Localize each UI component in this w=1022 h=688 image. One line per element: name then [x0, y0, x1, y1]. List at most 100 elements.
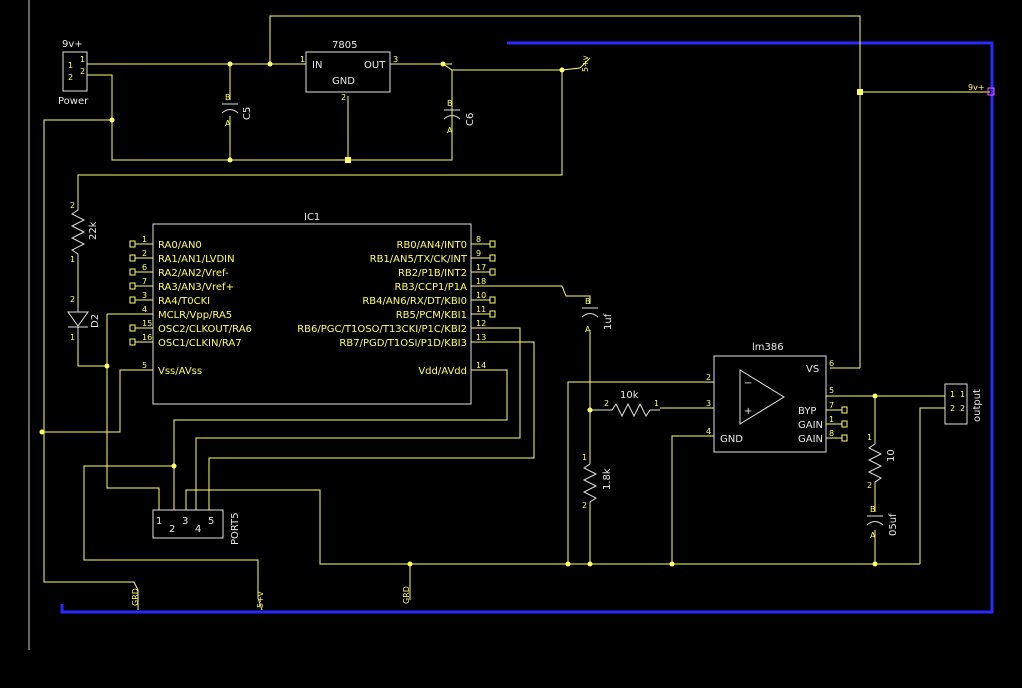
ic1-pin-number: 9: [476, 249, 481, 258]
ic1-pin-number: 12: [476, 319, 486, 328]
lm386-pin3: 3: [706, 399, 711, 408]
net-5v-top: 5+v: [581, 55, 590, 72]
ic1-pin-label: RB2/P1B/INT2: [398, 268, 467, 279]
capacitor-c5[interactable]: C5 B A: [221, 93, 253, 128]
c05uf-label: 05uf: [888, 513, 899, 536]
power-pin1: 1: [68, 61, 73, 70]
lm386-minus: −: [744, 378, 752, 389]
output-pin1: 1: [950, 390, 955, 399]
ic1-pin-number: 1: [142, 235, 147, 244]
lm386-pin4: 4: [706, 427, 711, 436]
lm386-gain2: GAIN: [798, 434, 823, 445]
c05uf-b: B: [870, 505, 876, 514]
output-connector[interactable]: 1 2 1 2 output: [944, 383, 983, 425]
r10-label: 10: [886, 449, 897, 462]
lm386-pin1: 1: [829, 415, 834, 424]
ic1-pin-label: RB6/PGC/T1OSO/T13CKI/P1C/KBI2: [297, 324, 467, 335]
power-pin1b: 1: [80, 55, 85, 64]
r10-pin1: 1: [867, 433, 872, 442]
capacitor-05uf[interactable]: 05uf B A: [866, 505, 899, 540]
ic1-pin-label: RA1/AN1/LVDIN: [158, 254, 235, 265]
ic1-microcontroller[interactable]: IC1 1RA0/AN02RA1/AN1/LVDIN6RA2/AN2/Vref-…: [129, 212, 496, 405]
ic1-pin-number: 18: [476, 277, 486, 286]
c1uf-b: B: [585, 297, 591, 306]
ic1-pin-label: OSC2/CLKOUT/RA6: [158, 324, 252, 335]
ic1-pin-number: 16: [142, 333, 152, 342]
lm386-plus: +: [744, 406, 752, 417]
power-pin2b: 2: [80, 67, 85, 76]
blue-bus[interactable]: [60, 41, 994, 614]
c6-a: A: [447, 126, 453, 135]
c5-b: B: [225, 93, 231, 102]
lm386-gain1: GAIN: [798, 420, 823, 431]
lm386-pin6: 6: [829, 359, 834, 368]
ic1-pin-label: Vss/AVss: [158, 366, 202, 377]
lm386-amplifier[interactable]: lm386 − + VS BYP GAIN GAIN GND 2 3 4 5 6…: [706, 342, 848, 453]
r10-pin2: 2: [867, 481, 872, 490]
wires: [42, 15, 990, 611]
c6-b: B: [447, 99, 453, 108]
regulator-7805[interactable]: 7805 IN OUT GND 1 3 2: [300, 40, 398, 102]
regulator-gnd: GND: [332, 76, 355, 87]
r10k-pin1: 1: [654, 399, 659, 408]
resistor-10k[interactable]: 10k 2 1: [597, 390, 660, 418]
capacitor-1uf[interactable]: 1uf B A: [581, 297, 614, 334]
d2-pin1: 1: [70, 333, 75, 342]
net-9v-marker: [987, 87, 995, 96]
resistor-22k[interactable]: 22k 2 1: [70, 200, 99, 264]
lm386-gnd: GND: [720, 434, 743, 445]
c1uf-a: A: [585, 325, 591, 334]
lm386-pin2: 2: [706, 373, 711, 382]
ic1-pin-number: 14: [476, 361, 486, 370]
output-label: output: [972, 389, 983, 422]
resistor-1k8[interactable]: 1.8k 1 2: [582, 453, 613, 510]
diode-d2[interactable]: D2 2 1: [67, 295, 101, 342]
ic1-pin-number: 3: [142, 291, 147, 300]
power-connector[interactable]: 9v+ Power 1 2 1 2: [58, 39, 89, 107]
capacitor-c6[interactable]: C6 B A: [443, 99, 476, 135]
ic1-left-pins: 1RA0/AN02RA1/AN1/LVDIN6RA2/AN2/Vref-7RA3…: [129, 235, 252, 377]
ic1-pin-number: 6: [142, 263, 147, 272]
port5-label: PORT5: [230, 512, 241, 545]
c05uf-a: A: [870, 531, 876, 540]
ic1-pin-label: RB3/CCP1/P1A: [395, 282, 468, 293]
resistor-10[interactable]: 10 1 2: [867, 433, 897, 490]
r22k-pin2: 2: [70, 201, 75, 210]
c6-label: C6: [465, 113, 476, 126]
ic1-pin-number: 4: [142, 305, 147, 314]
ic1-pin-label: RA0/AN0: [158, 240, 202, 251]
c1uf-label: 1uf: [603, 313, 614, 330]
r10k-pin2: 2: [604, 399, 609, 408]
d2-label: D2: [90, 314, 101, 328]
port5-pin-4: 4: [195, 524, 201, 535]
c5-a: A: [225, 119, 231, 128]
regulator-pin-out: 3: [393, 55, 398, 64]
r10k-label: 10k: [620, 390, 639, 401]
ic1-pin-label: OSC1/CLKIN/RA7: [158, 338, 242, 349]
ic1-pin-label: RA4/T0CKI: [158, 296, 210, 307]
ic1-pin-label: RA3/AN3/Vref+: [158, 282, 234, 293]
net-5v-bottom: 5+v: [256, 591, 265, 608]
ic1-pin-number: 17: [476, 263, 486, 272]
